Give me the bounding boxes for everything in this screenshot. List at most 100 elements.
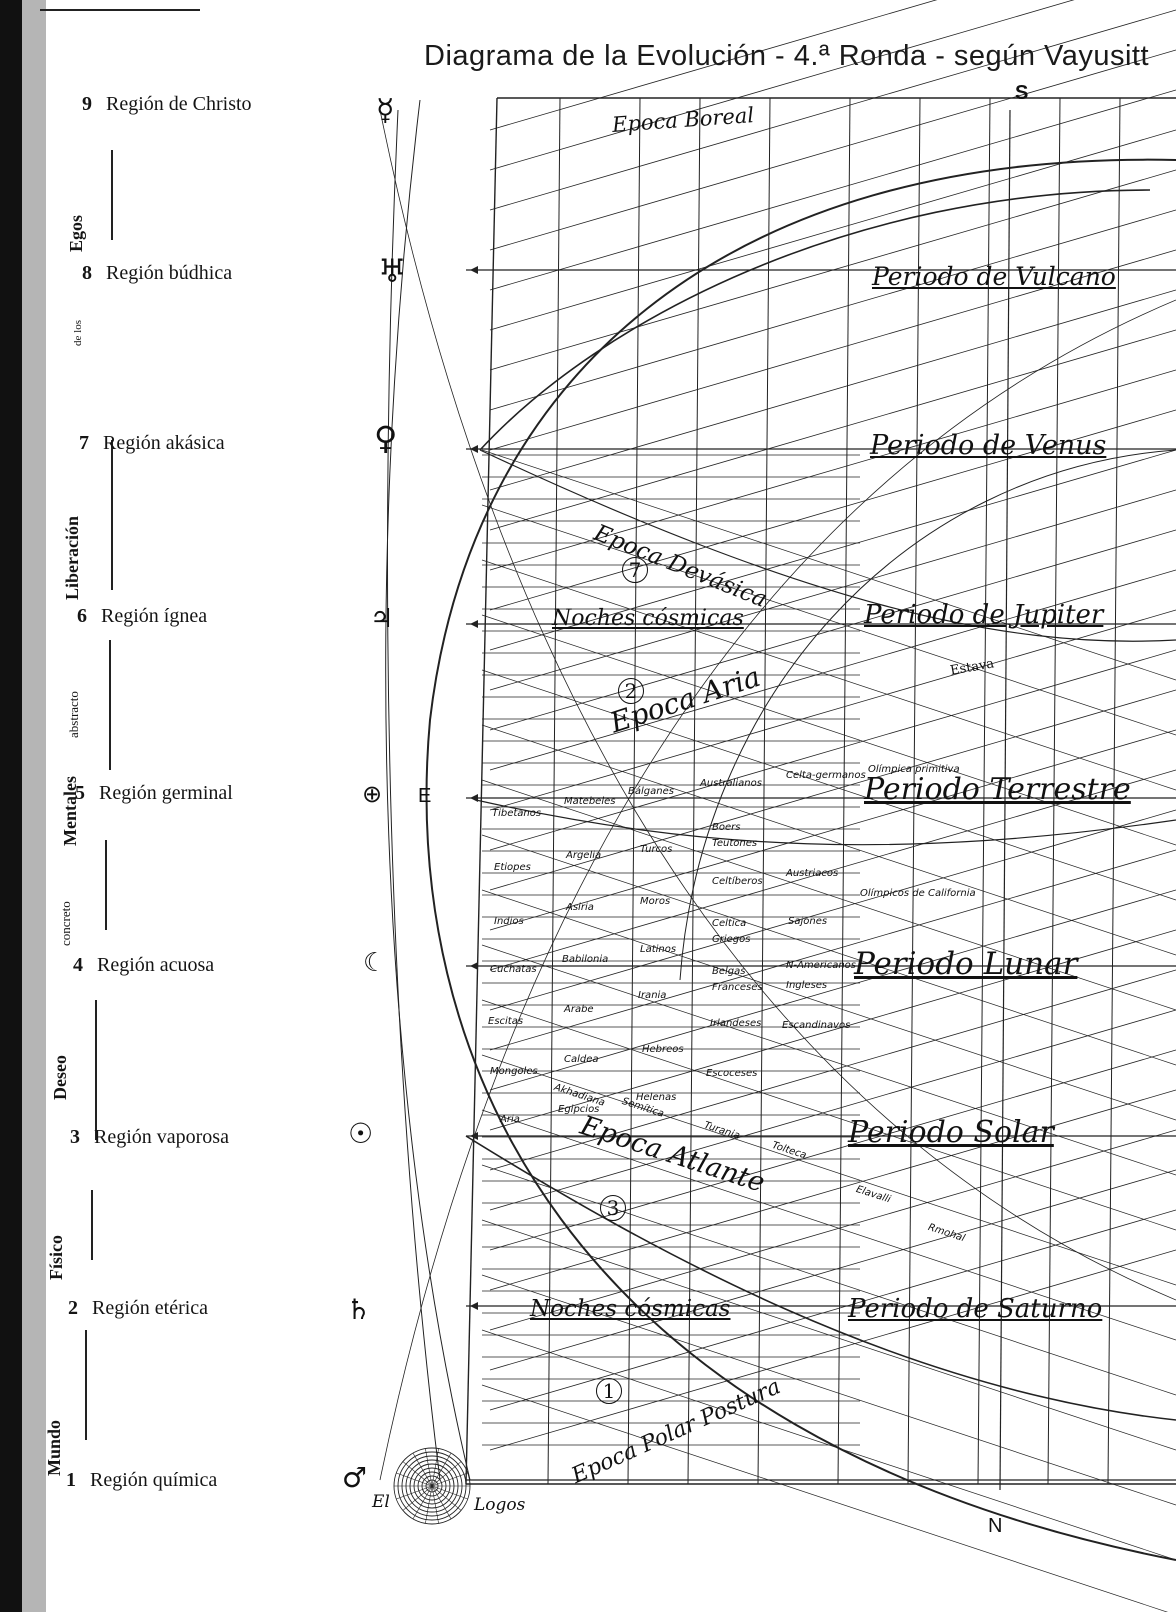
race-cell: N-Americanos (786, 960, 857, 971)
sun-icon: ☉ (348, 1117, 374, 1150)
meridian-curve (387, 109, 441, 1481)
logos-ray (431, 1448, 439, 1487)
logos-ray (425, 1485, 433, 1524)
logos-ray (402, 1485, 433, 1511)
noches-cosmicas-upper: Noches cósmicas (552, 606, 744, 631)
diagonal-line (481, 1109, 1176, 1341)
compass-bottom: N (988, 1515, 1003, 1537)
race-cell: Cuchatas (490, 964, 537, 975)
race-cell: Australianos (700, 778, 762, 789)
meridian-curve (379, 299, 1176, 1481)
jupiter-icon: ♃ (370, 604, 394, 634)
diagonal-line (481, 1219, 1176, 1451)
diagonal-line (481, 559, 1176, 791)
race-cell: Escitas (488, 1016, 524, 1027)
logos-ray (431, 1485, 468, 1500)
period-venus: Periodo de Venus (870, 430, 1107, 461)
grid-vline (977, 97, 991, 1485)
side-label-concreto: concreto (58, 901, 73, 946)
diagonal-line (481, 944, 1176, 1176)
earth-icon: ⊕ (362, 780, 383, 808)
period-saturno: Periodo de Saturno (848, 1294, 1103, 1324)
logos-ray (431, 1452, 452, 1487)
diagonal-line (489, 329, 1176, 531)
logos-label: Logos (474, 1495, 526, 1515)
circled-3: 3 (600, 1195, 626, 1221)
diagonal-line (489, 1129, 1176, 1331)
diagonal-line (489, 809, 1176, 1011)
arc (479, 189, 1151, 451)
diagonal-line (481, 834, 1176, 1066)
diagonal-line (489, 569, 1176, 771)
diagonal-line (481, 669, 1176, 901)
meridian-curve (385, 99, 471, 1481)
logos-ray (396, 1472, 433, 1487)
grid-vline (907, 97, 921, 1485)
race-cell: Teutones (712, 838, 758, 849)
diagonal-line (489, 0, 1075, 171)
race-cell: Argelia (566, 850, 602, 861)
grid-vline (757, 97, 771, 1485)
diagonal-line (481, 1384, 1169, 1612)
uranus-icon: ♅ (378, 252, 407, 290)
race-cell: Olímpicos de California (860, 888, 976, 899)
frame-left (465, 97, 498, 1485)
diagonal-line (481, 724, 1176, 956)
diagonal-line (481, 1329, 1176, 1561)
race-cell: Helenas (636, 1092, 677, 1103)
diagonal-line (481, 999, 1176, 1231)
diagonal-line (489, 889, 1176, 1091)
race-cell: Hebreos (642, 1044, 684, 1055)
race-cell: Tibetanos (492, 808, 542, 819)
race-cell: Caldea (564, 1054, 599, 1065)
race-cell: Arabe (564, 1004, 594, 1015)
binding-edge (0, 0, 22, 1612)
period-jupiter: Periodo de Jupiter (864, 600, 1104, 630)
grid-vline (1047, 97, 1061, 1485)
logos-ray (402, 1461, 433, 1487)
diagonal-line (481, 1164, 1176, 1396)
diagonal-line (489, 609, 1176, 811)
saturn-icon: ♄ (346, 1293, 372, 1326)
side-label-fisico: Físico (46, 1235, 66, 1280)
race-cell: Irania (638, 990, 667, 1001)
race-cell: Moros (640, 896, 671, 907)
binding-shadow (22, 0, 46, 1612)
diagonal-line (489, 1249, 1176, 1451)
meridian-curve (379, 109, 1176, 1301)
grid-vline (1107, 97, 1121, 1485)
diagonal-line (489, 769, 1176, 971)
race-cell: Babilonia (562, 954, 609, 965)
race-cell: Celtica (712, 918, 747, 929)
race-cell: Mongoles (490, 1066, 538, 1077)
diagonal-line (489, 289, 1176, 491)
logos-ray (412, 1452, 433, 1487)
arrow-head (470, 962, 478, 970)
logos-ray (425, 1448, 433, 1487)
race-cell: Boers (712, 822, 741, 833)
circled-2: 2 (618, 678, 644, 704)
arc (679, 449, 1176, 981)
outer-arc (425, 158, 1176, 1561)
arc (479, 449, 1176, 642)
side-label-deseo: Deseo (50, 1055, 70, 1100)
axis-line (999, 109, 1011, 1491)
circled-1: 1 (596, 1378, 622, 1404)
diagonal-line (489, 369, 1176, 571)
race-cell: Indios (494, 916, 524, 927)
race-cell: Latinos (640, 944, 677, 955)
arrow-head (470, 794, 478, 802)
diagonal-line (489, 129, 1176, 331)
arc (475, 799, 1176, 846)
arrow-head (470, 620, 478, 628)
diagonal-line (489, 929, 1176, 1131)
moon-icon: ☾ (363, 948, 387, 978)
race-cell: Etiopes (494, 862, 531, 873)
race-cell: Olímpica primitiva (868, 764, 960, 775)
